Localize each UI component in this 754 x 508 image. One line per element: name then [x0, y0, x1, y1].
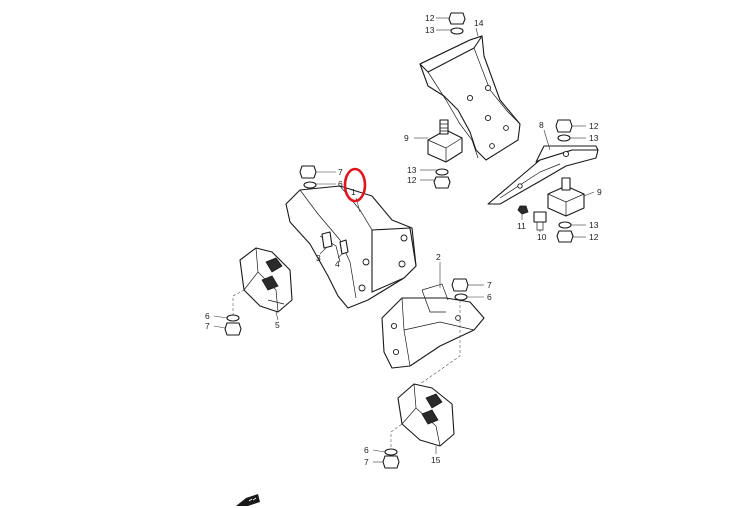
part-4-bolt[interactable] [339, 239, 349, 255]
callout-8: 8 [539, 120, 544, 130]
callout-7: 7 [205, 321, 210, 331]
leader-lines [213, 17, 595, 463]
callout-7: 7 [338, 167, 343, 177]
callout-7: 7 [487, 280, 492, 290]
callout-6: 6 [338, 179, 343, 189]
guide-line-mount-15 [390, 423, 403, 452]
part-11-washer[interactable] [517, 205, 529, 215]
part-8-bracket[interactable] [487, 145, 599, 205]
callout-4: 4 [335, 259, 340, 269]
part-6-7-lower-fasteners[interactable] [382, 448, 400, 469]
part-9-upper-mount[interactable] [427, 119, 463, 163]
part-6-7-left-fasteners-bottom[interactable] [224, 314, 242, 336]
front-arrow-icon [236, 494, 260, 506]
callout-6: 6 [205, 311, 210, 321]
callout-3: 3 [316, 253, 321, 263]
part-6-7-center-fasteners[interactable] [451, 278, 469, 301]
part-5-mount[interactable] [239, 247, 293, 313]
part-14-bracket[interactable] [419, 35, 521, 161]
callout-12: 12 [589, 232, 599, 242]
part-6-7-left-fasteners-top[interactable] [299, 165, 317, 189]
part-12-13-right-fasteners[interactable] [555, 119, 574, 243]
part-10-bolt[interactable] [533, 211, 547, 231]
callout-10: 10 [537, 232, 547, 242]
callout-2: 2 [436, 252, 441, 262]
callout-13: 13 [407, 165, 417, 175]
part-12-nut-upper[interactable] [433, 12, 466, 189]
callout-11: 11 [517, 221, 526, 231]
guide-line-bracket-2 [419, 300, 461, 385]
callout-13: 13 [589, 220, 599, 230]
callout-labels: 12 13 14 9 13 12 8 12 13 9 13 12 11 10 7… [205, 13, 602, 467]
part-1-bracket[interactable] [285, 185, 417, 309]
part-1-highlight-ring [343, 167, 367, 203]
callout-12: 12 [407, 175, 417, 185]
callout-14: 14 [474, 18, 484, 28]
callout-5: 5 [275, 320, 280, 330]
part-15-mount[interactable] [397, 383, 455, 447]
callout-1: 1 [351, 187, 356, 197]
callout-13: 13 [589, 133, 599, 143]
callout-6: 6 [364, 445, 369, 455]
callout-12: 12 [425, 13, 435, 23]
callout-9: 9 [404, 133, 409, 143]
callout-12: 12 [589, 121, 599, 131]
callout-9: 9 [597, 187, 602, 197]
callout-13: 13 [425, 25, 435, 35]
part-2-bracket[interactable] [381, 283, 485, 369]
callout-15: 15 [431, 455, 441, 465]
callout-6: 6 [487, 292, 492, 302]
part-9-right-mount[interactable] [547, 177, 585, 217]
guide-line-mount-5 [232, 289, 245, 316]
callout-7: 7 [364, 457, 369, 467]
part-3-bolt[interactable] [321, 231, 333, 249]
part-13-washer-upper[interactable] [435, 27, 464, 176]
